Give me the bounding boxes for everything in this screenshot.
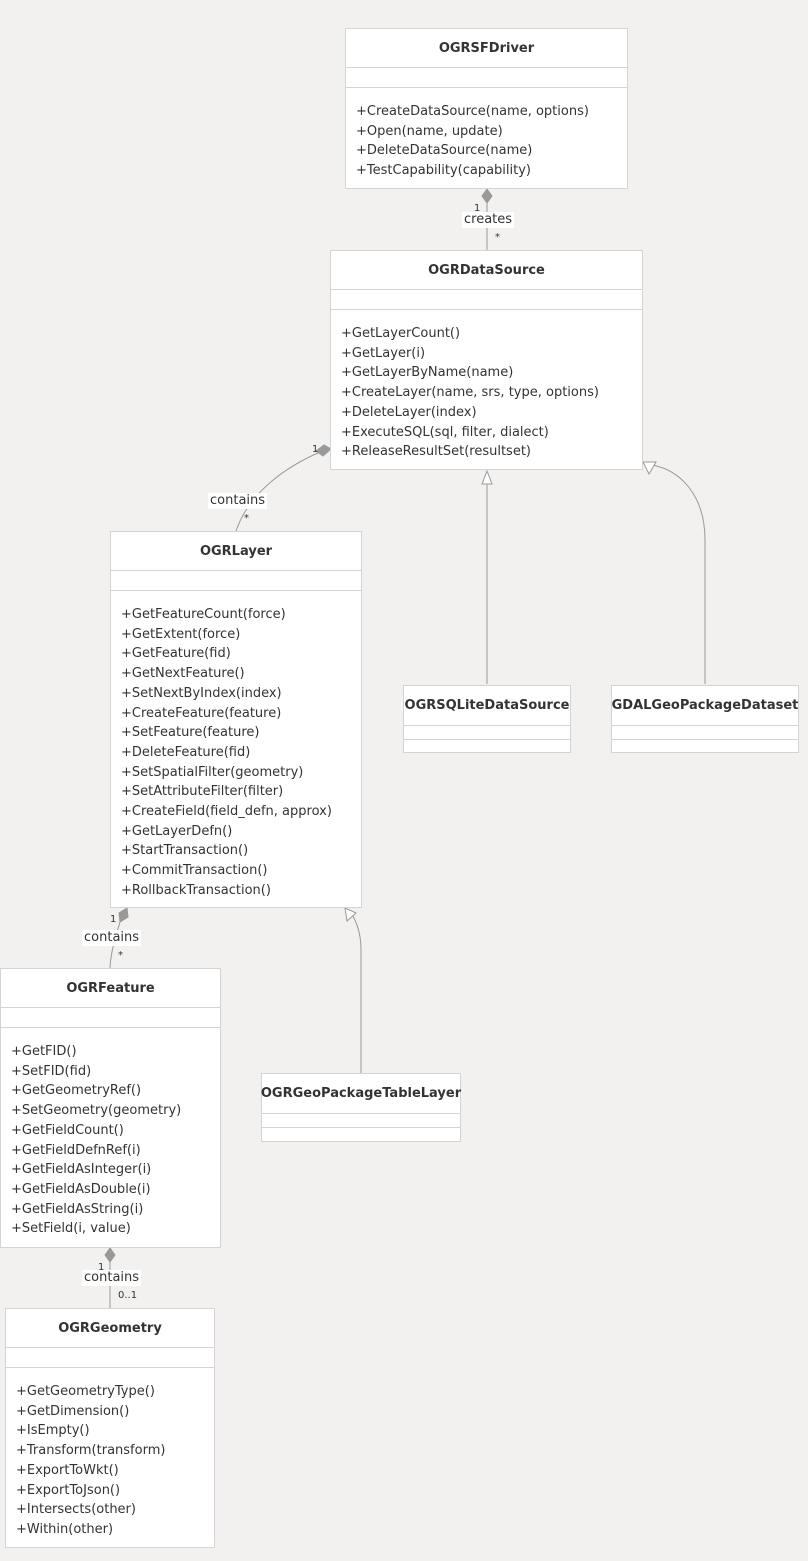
edge-gpkg-inherit bbox=[651, 464, 706, 684]
mult-feature-many: * bbox=[118, 950, 123, 961]
edge-label-contains-feature: contains bbox=[82, 930, 142, 946]
method: +GetGeometryRef() bbox=[11, 1083, 142, 1099]
method: +GetDimension() bbox=[16, 1403, 130, 1419]
class-ogrlayer: OGRLayer +GetFeatureCount(force) +GetExt… bbox=[110, 531, 362, 908]
class-attributes bbox=[404, 726, 570, 740]
method: +GetLayerByName(name) bbox=[341, 365, 514, 381]
class-ogrsfdriver: OGRSFDriver +CreateDataSource(name, opti… bbox=[345, 28, 628, 189]
inherit-arrow-gpkg bbox=[642, 461, 657, 476]
method: +GetFieldAsDouble(i) bbox=[11, 1181, 151, 1197]
method: +DeleteFeature(fid) bbox=[121, 744, 251, 760]
method: +GetLayerDefn() bbox=[121, 823, 233, 839]
method: +GetFieldAsInteger(i) bbox=[11, 1162, 152, 1178]
method: +GetLayer(i) bbox=[341, 345, 426, 361]
class-attributes bbox=[1, 1008, 220, 1028]
class-ogrdatasource: OGRDataSource +GetLayerCount() +GetLayer… bbox=[330, 250, 643, 470]
method: +CreateDataSource(name, options) bbox=[356, 104, 589, 119]
method: +Transform(transform) bbox=[16, 1443, 166, 1459]
method: +SetFeature(feature) bbox=[121, 725, 260, 741]
mult-layer-1: 1 bbox=[110, 914, 117, 925]
inherit-arrow-sqlite bbox=[481, 469, 493, 485]
mult-layer-many: * bbox=[244, 513, 249, 524]
edge-label-contains-layer: contains bbox=[208, 493, 268, 509]
mult-datasource-many: * bbox=[495, 232, 500, 243]
class-name: OGRGeometry bbox=[6, 1309, 214, 1348]
class-methods: +CreateDataSource(name, options) +Open(n… bbox=[346, 88, 627, 181]
class-methods: +GetGeometryType() +GetDimension() +IsEm… bbox=[6, 1368, 214, 1540]
method: +GetNextFeature() bbox=[121, 666, 245, 682]
method: +GetFeatureCount(force) bbox=[121, 607, 286, 622]
method: +GetFeature(fid) bbox=[121, 646, 231, 662]
class-name: OGRSFDriver bbox=[346, 29, 627, 68]
class-ogrgeopackagetablelayer: OGRGeoPackageTableLayer bbox=[261, 1073, 461, 1142]
class-name: OGRLayer bbox=[111, 532, 361, 571]
method: +GetFieldAsString(i) bbox=[11, 1201, 144, 1217]
class-methods: +GetFID() +SetFID(fid) +GetGeometryRef()… bbox=[1, 1028, 220, 1239]
method: +CreateField(field_defn, approx) bbox=[121, 804, 332, 820]
method: +CreateLayer(name, srs, type, options) bbox=[341, 385, 599, 401]
class-attributes bbox=[111, 571, 361, 591]
method: +TestCapability(capability) bbox=[356, 163, 531, 179]
class-name: OGRFeature bbox=[1, 969, 220, 1008]
class-methods bbox=[262, 1128, 460, 1141]
edge-gpkgtable-inherit bbox=[349, 909, 362, 1073]
method: +Open(name, update) bbox=[356, 123, 503, 139]
mult-datasource-1: 1 bbox=[312, 444, 319, 455]
mult-feature-1: 1 bbox=[98, 1262, 105, 1273]
method: +DeleteDataSource(name) bbox=[356, 143, 533, 159]
method: +SetAttributeFilter(filter) bbox=[121, 784, 284, 800]
method: +ReleaseResultSet(resultset) bbox=[341, 444, 531, 460]
class-name: OGRDataSource bbox=[331, 251, 642, 290]
edge-label-creates: creates bbox=[462, 212, 515, 228]
class-name: OGRGeoPackageTableLayer bbox=[261, 1074, 461, 1114]
class-name: GDALGeoPackageDataset bbox=[612, 686, 798, 726]
class-methods: +GetFeatureCount(force) +GetExtent(force… bbox=[111, 591, 361, 901]
class-attributes bbox=[331, 290, 642, 310]
edge-label-contains-geometry: contains bbox=[82, 1270, 142, 1286]
composition-diamond-driver bbox=[481, 188, 493, 204]
method: +CommitTransaction() bbox=[121, 863, 268, 879]
method: +IsEmpty() bbox=[16, 1423, 90, 1439]
composition-diamond-feature bbox=[104, 1247, 116, 1263]
method: +ExportToWkt() bbox=[16, 1462, 119, 1478]
method: +CreateFeature(feature) bbox=[121, 705, 282, 721]
mult-geometry-0-1: 0..1 bbox=[118, 1290, 138, 1301]
method: +StartTransaction() bbox=[121, 843, 249, 859]
class-name: OGRSQLiteDataSource bbox=[404, 686, 570, 726]
method: +SetGeometry(geometry) bbox=[11, 1103, 182, 1119]
method: +GetExtent(force) bbox=[121, 626, 241, 642]
composition-diamond-layer bbox=[118, 907, 129, 923]
class-attributes bbox=[612, 726, 798, 740]
method: +ExecuteSQL(sql, filter, dialect) bbox=[341, 424, 549, 440]
method: +GetLayerCount() bbox=[341, 326, 461, 341]
method: +SetFID(fid) bbox=[11, 1063, 92, 1079]
mult-driver-1: 1 bbox=[474, 203, 481, 214]
class-ogrgeometry: OGRGeometry +GetGeometryType() +GetDimen… bbox=[5, 1308, 215, 1548]
method: +DeleteLayer(index) bbox=[341, 404, 477, 420]
composition-diamond-datasource bbox=[315, 444, 332, 457]
method: +GetFieldDefnRef(i) bbox=[11, 1142, 141, 1158]
method: +GetFieldCount() bbox=[11, 1122, 124, 1138]
method: +SetSpatialFilter(geometry) bbox=[121, 764, 304, 780]
class-attributes bbox=[262, 1114, 460, 1128]
inherit-arrow-gpkgtable bbox=[344, 907, 357, 922]
class-methods bbox=[404, 740, 570, 752]
method: +ExportToJson() bbox=[16, 1482, 121, 1498]
method: +RollbackTransaction() bbox=[121, 882, 271, 898]
method: +GetFID() bbox=[11, 1044, 77, 1059]
method: +SetNextByIndex(index) bbox=[121, 685, 282, 701]
method: +Intersects(other) bbox=[16, 1502, 136, 1518]
class-methods bbox=[612, 740, 798, 752]
method: +Within(other) bbox=[16, 1521, 114, 1537]
class-attributes bbox=[346, 68, 627, 88]
method: +SetField(i, value) bbox=[11, 1221, 131, 1237]
class-ogrfeature: OGRFeature +GetFID() +SetFID(fid) +GetGe… bbox=[0, 968, 221, 1248]
edge-datasource-layer bbox=[235, 451, 321, 532]
class-attributes bbox=[6, 1348, 214, 1368]
class-gdalgeopackagedataset: GDALGeoPackageDataset bbox=[611, 685, 799, 753]
method: +GetGeometryType() bbox=[16, 1384, 155, 1399]
class-methods: +GetLayerCount() +GetLayer(i) +GetLayerB… bbox=[331, 310, 642, 462]
class-ogrsqlitedatasource: OGRSQLiteDataSource bbox=[403, 685, 571, 753]
